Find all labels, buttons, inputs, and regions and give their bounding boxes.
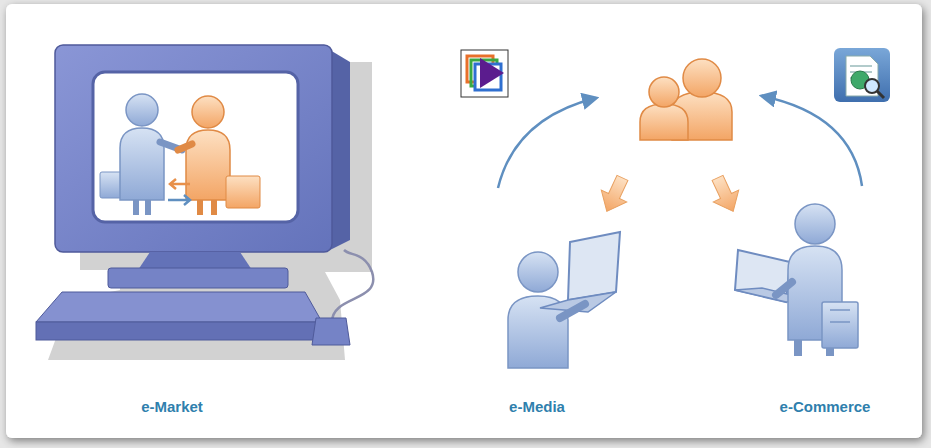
icon-frame <box>461 50 508 97</box>
keyboard-front <box>36 322 322 340</box>
caption-label: e-Media <box>509 398 565 415</box>
person-arm <box>560 304 585 318</box>
document-icon <box>834 48 890 102</box>
magnifier <box>865 79 879 93</box>
commerce-user <box>735 204 858 356</box>
orange-person-body <box>186 130 230 200</box>
play-triangle <box>480 58 504 88</box>
person-head <box>683 59 721 97</box>
briefcase <box>226 176 260 208</box>
person-head <box>518 252 558 292</box>
document <box>846 56 878 96</box>
monitor-body <box>55 45 332 252</box>
block-arrow <box>705 172 746 217</box>
keyboard-top <box>36 292 322 322</box>
orange-person-legs <box>200 200 214 215</box>
caption-label: e-Market <box>141 398 203 415</box>
blue-person-head <box>126 94 158 126</box>
blue-person-body <box>120 128 164 200</box>
group-icon <box>640 59 732 140</box>
laptop-screen <box>568 232 620 300</box>
media-user <box>508 232 620 368</box>
curved-arrow <box>498 98 596 188</box>
mouse <box>312 318 350 345</box>
exchange-arrow <box>170 179 190 189</box>
block-arrow <box>594 172 635 217</box>
caption-label: e-Commerce <box>780 398 871 415</box>
person-body <box>640 104 688 140</box>
orange-person-arm <box>178 144 192 150</box>
blue-person-legs <box>136 200 148 215</box>
person-arm <box>776 282 792 295</box>
exchange-arrow <box>168 195 190 205</box>
mouse-cable <box>332 250 373 322</box>
orange-person-head <box>192 96 224 128</box>
monitor-side <box>330 50 350 250</box>
person-head <box>795 204 835 244</box>
briefcase-lines <box>830 310 850 322</box>
screen-people <box>100 94 260 215</box>
briefcase <box>822 302 858 348</box>
icon-background <box>834 48 890 102</box>
curved-arrow <box>762 96 862 186</box>
media-icon <box>461 50 508 97</box>
person-head <box>649 77 679 107</box>
monitor-neck <box>138 252 252 270</box>
monitor-base <box>108 268 288 288</box>
panel <box>6 4 922 438</box>
monitor-screen <box>93 72 298 222</box>
monitor-illustration <box>36 45 373 360</box>
magnifier-handle <box>877 91 884 98</box>
